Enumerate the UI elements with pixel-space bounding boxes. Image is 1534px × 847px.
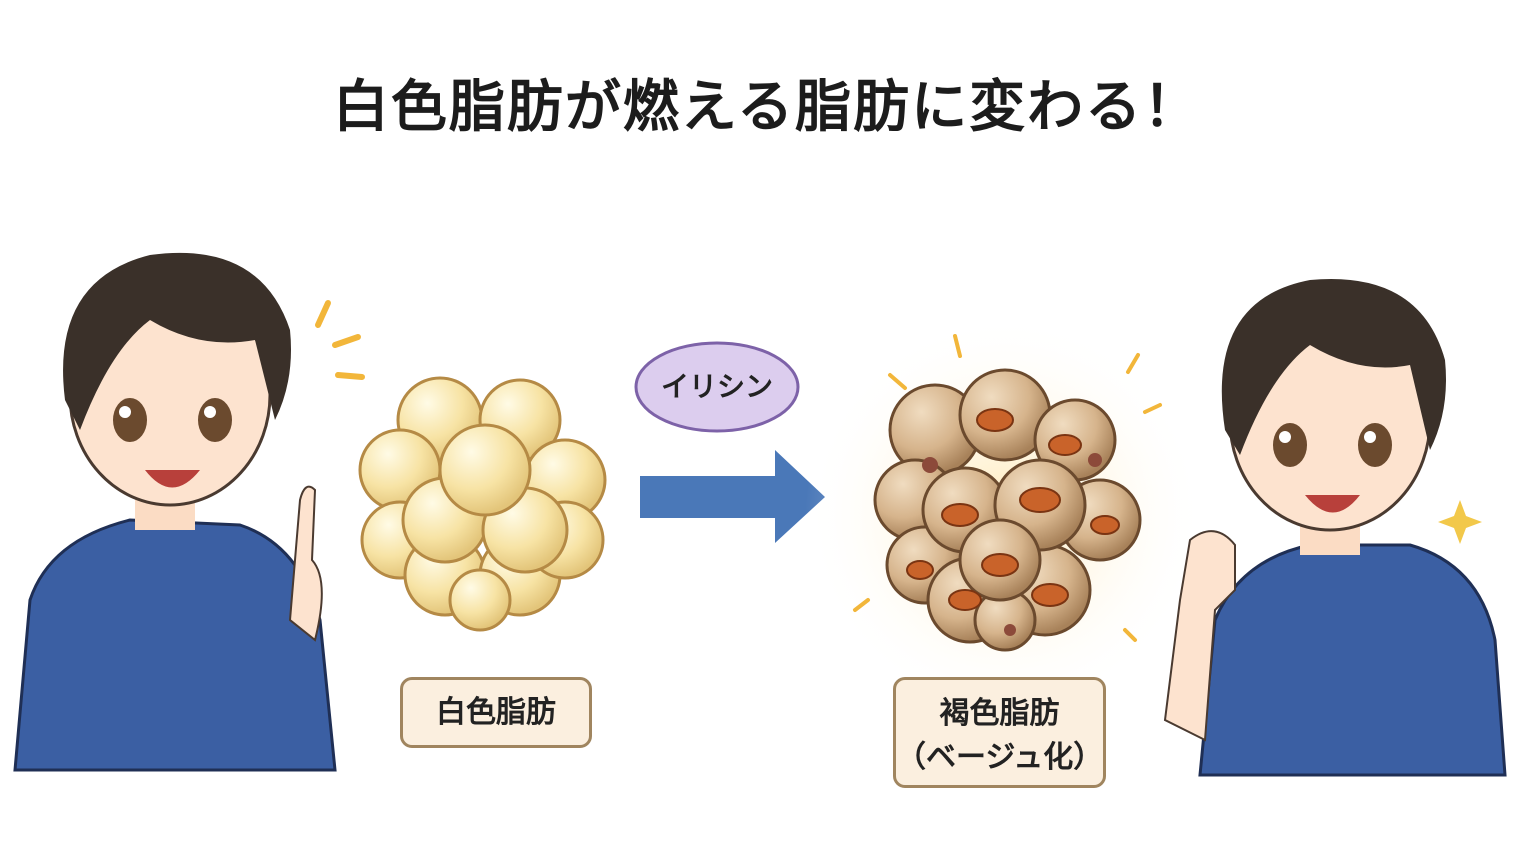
brown-fat-sublabel: （ベージュ化） [896, 740, 1104, 775]
left-boy-illustration [13, 252, 365, 772]
brown-fat-cells [805, 315, 1205, 715]
right-boy-illustration [1163, 279, 1507, 777]
white-fat-label: 白色脂肪 [400, 677, 592, 748]
arrow-right-icon [640, 450, 825, 543]
irisin-bubble [634, 341, 800, 433]
brown-fat-label-box: 褐色脂肪 （ベージュ化） [893, 677, 1106, 788]
brown-fat-label: 褐色脂肪 [939, 696, 1060, 731]
white-fat-cells [358, 376, 607, 632]
page-title: 白色脂肪が燃える脂肪に変わる！ [332, 75, 1202, 140]
irisin-label: イリシン [660, 370, 773, 403]
